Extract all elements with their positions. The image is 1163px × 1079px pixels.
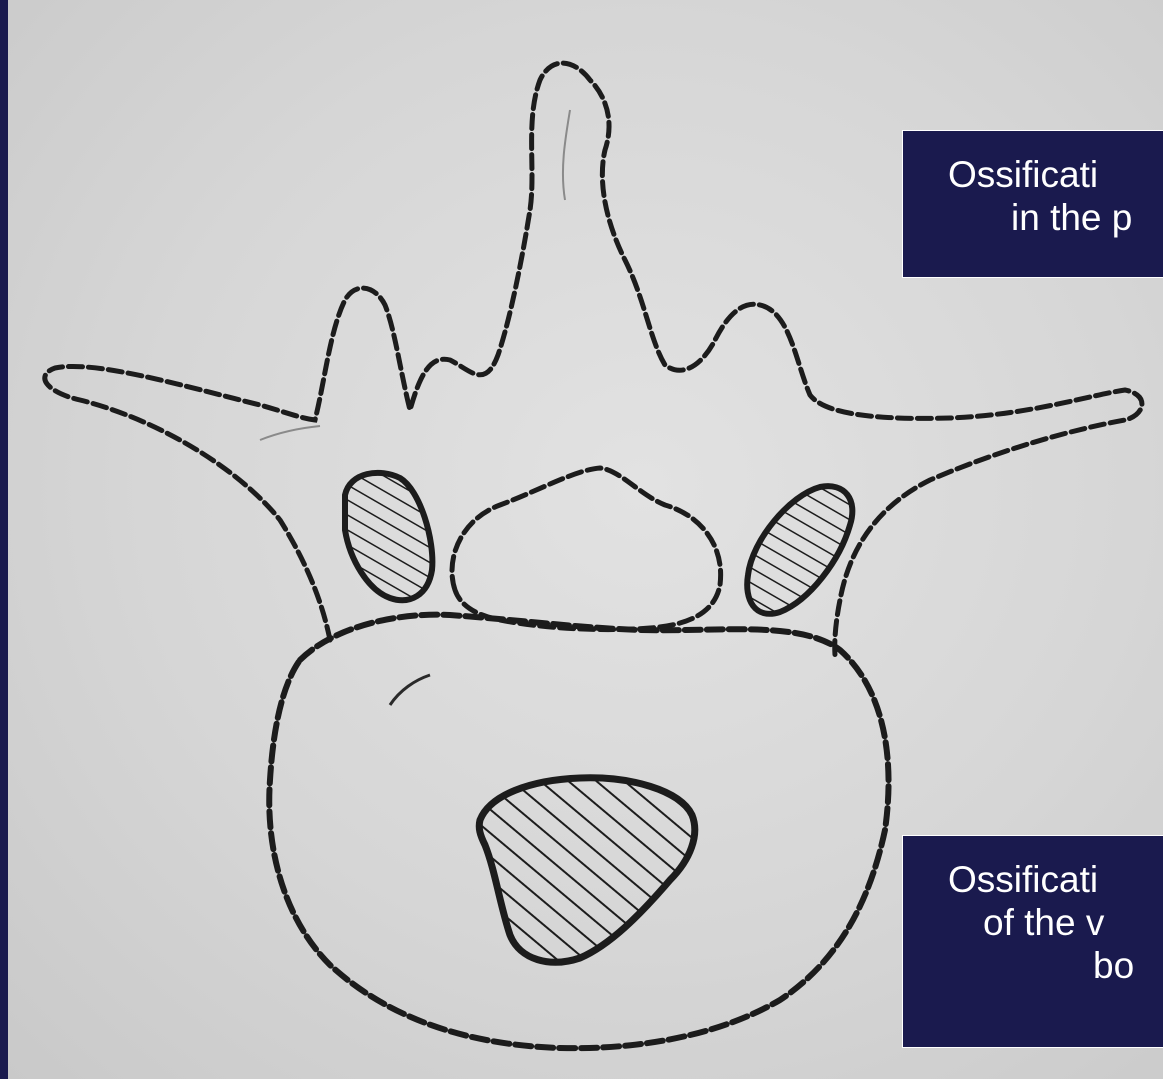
right-pedicle-ossification-center bbox=[747, 486, 852, 614]
pedicle-ossification-label: Ossificati in the p bbox=[902, 130, 1163, 278]
sketch-line bbox=[563, 110, 570, 200]
left-pedicle-ossification-center bbox=[345, 473, 432, 600]
label-line: Ossificati bbox=[903, 858, 1163, 901]
sketch-line bbox=[260, 426, 320, 440]
body-ossification-center bbox=[479, 778, 695, 962]
vertebral-foramen bbox=[452, 468, 721, 630]
label-line: bo bbox=[903, 944, 1163, 987]
surface-mark bbox=[390, 675, 430, 705]
label-line: in the p bbox=[903, 196, 1163, 239]
label-line: of the v bbox=[903, 901, 1163, 944]
body-ossification-label: Ossificati of the v bo bbox=[902, 835, 1163, 1048]
label-line: Ossificati bbox=[903, 153, 1163, 196]
